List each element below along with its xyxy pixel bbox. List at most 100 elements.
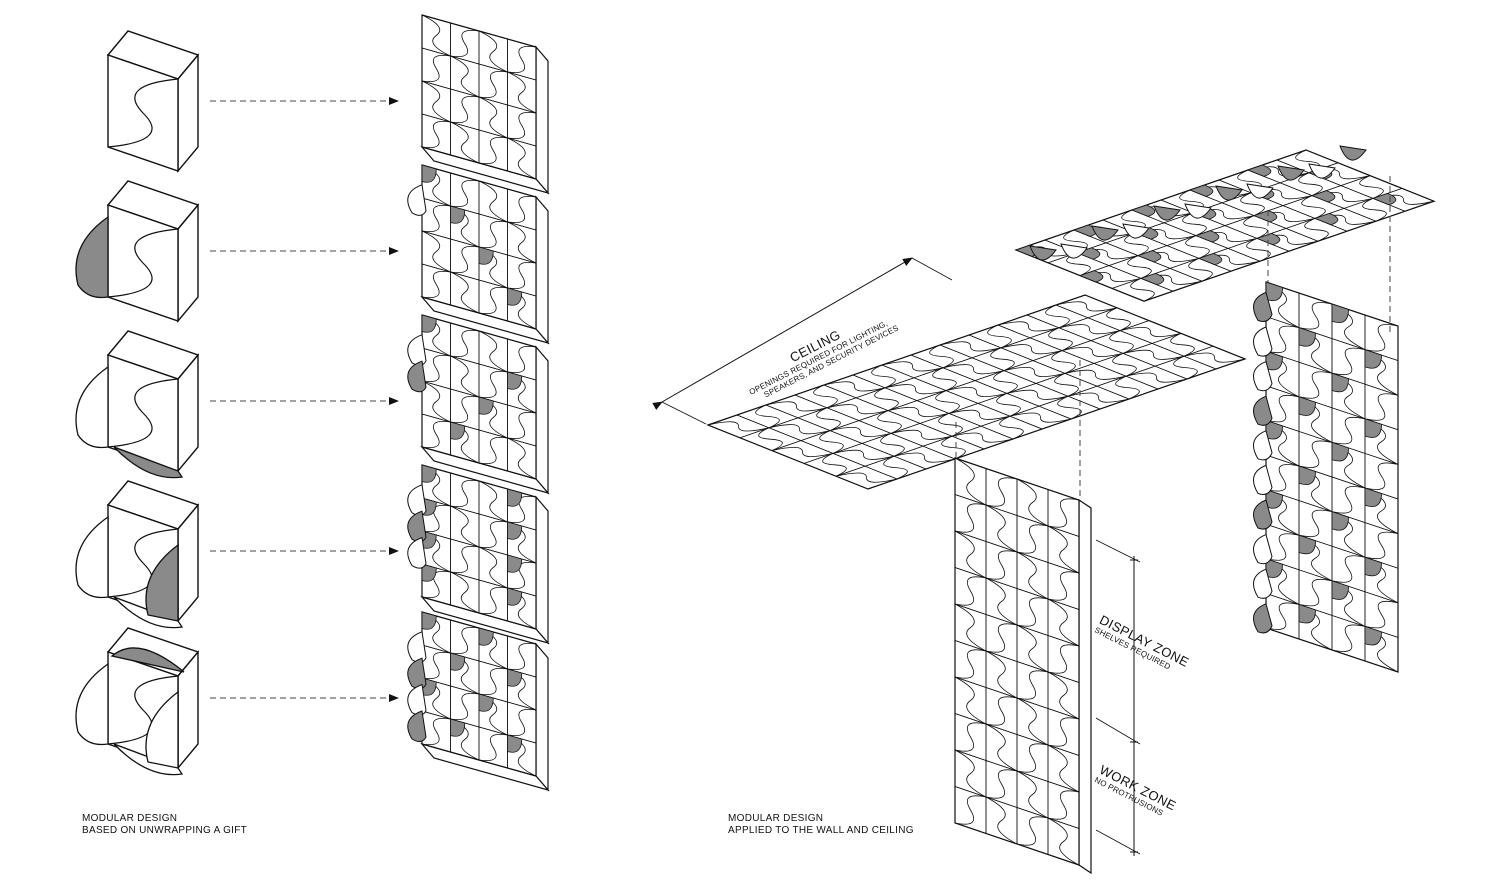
tile-curve [987, 324, 1012, 349]
tile-curve [478, 180, 508, 223]
tile-curve [883, 455, 908, 480]
tile-curve [1359, 175, 1384, 199]
unfolded-flap [145, 690, 179, 769]
shaded-flap [450, 421, 466, 440]
panel-edge [535, 45, 549, 195]
tile-curve [478, 330, 508, 373]
zone-ext-top [1095, 539, 1141, 563]
exploded-ceiling [1014, 149, 1436, 302]
shaded-flap [507, 587, 523, 606]
wall-petal [1253, 430, 1273, 461]
tile-curve [421, 718, 451, 745]
tile-curve [985, 504, 1018, 553]
tile-curve [450, 55, 480, 98]
tile-curve [1298, 440, 1333, 468]
tile-curve [985, 577, 1018, 626]
shaded-flap [1331, 372, 1349, 393]
shaded-flap [478, 396, 494, 415]
tile-curve [1298, 172, 1323, 196]
tile-curve [478, 137, 508, 164]
ceiling-petal [1246, 183, 1274, 199]
left-caption-line1: MODULAR DESIGN [82, 813, 178, 824]
ceiling-petal [1184, 203, 1212, 219]
wall-petal [1253, 360, 1273, 392]
panel-flap [407, 334, 427, 366]
shaded-flap [507, 521, 523, 540]
shaded-flap [1078, 270, 1104, 283]
tile-curve [1047, 717, 1080, 747]
tile-curve [829, 427, 892, 437]
tile-curve [1016, 770, 1049, 819]
tile-curve [1183, 352, 1246, 363]
tile-curve [1016, 524, 1049, 554]
tile-curve [832, 449, 895, 460]
tile-curve [893, 452, 956, 463]
shaded-flap [1197, 252, 1223, 266]
tile-curve [507, 496, 537, 523]
tile-curve [507, 71, 537, 114]
tile-curve [935, 390, 960, 414]
shaded-flap [507, 287, 523, 306]
tile-curve [1173, 355, 1198, 380]
tile-curve [1016, 597, 1049, 627]
tile-curve [768, 424, 831, 435]
shaded-flap [1136, 250, 1162, 263]
panel-face [421, 464, 537, 630]
shaded-flap [507, 554, 523, 573]
panel-stage-3 [407, 314, 550, 495]
tile-curve [1124, 232, 1149, 256]
ceiling-dimension [652, 257, 913, 410]
wall-petal [1253, 291, 1273, 323]
tile-curve [507, 709, 537, 736]
panel-stage-2 [407, 164, 550, 345]
tile-curve [1047, 817, 1080, 866]
cube-curve [107, 78, 179, 148]
wall-petal [1253, 533, 1273, 565]
shaded-flap [1265, 281, 1283, 302]
tile-curve [1067, 392, 1130, 403]
shaded-flap [478, 246, 494, 265]
ceiling-plane [706, 294, 1247, 490]
ceiling-petal [1122, 223, 1150, 239]
tile-curve [707, 421, 770, 432]
wall-edge [1078, 498, 1092, 875]
panel-flap [407, 683, 427, 716]
tile-curve [478, 71, 508, 98]
panel-flap [407, 657, 427, 690]
ceiling-petal [1060, 243, 1088, 259]
tile-curve [771, 447, 834, 457]
shaded-flap [1331, 441, 1349, 462]
tile-curve [478, 437, 508, 464]
zone-ext-mid [1095, 717, 1141, 745]
tile-curve [1331, 486, 1366, 514]
tile-curve [1265, 325, 1300, 354]
ceiling-ext-left [661, 401, 707, 425]
tile-curve [1054, 373, 1079, 397]
tile-curve [507, 643, 537, 670]
tile-curve [1122, 349, 1185, 360]
tile-curve [478, 587, 508, 614]
shaded-flap [1130, 204, 1156, 217]
exploded-wall [1253, 281, 1399, 673]
tile-curve [1106, 307, 1131, 331]
tile-curve [954, 749, 987, 798]
tile-curve [450, 246, 480, 273]
tile-curve [877, 410, 902, 434]
tile-curve [478, 734, 508, 761]
tile-curve [1048, 327, 1073, 351]
tile-curve [954, 503, 987, 533]
tile-curve [1016, 743, 1049, 773]
tile-curve [954, 530, 987, 579]
tile-curve [1006, 389, 1069, 400]
tile-curve [939, 341, 1002, 352]
tile-curve [1331, 555, 1366, 583]
shaded-flap [1252, 210, 1278, 223]
tile-curve [1016, 551, 1049, 600]
tile-curve [478, 521, 508, 548]
tile-curve [421, 652, 451, 679]
panel-edge [535, 345, 549, 495]
tile-curve [985, 477, 1018, 507]
tile-curve [1119, 327, 1182, 337]
